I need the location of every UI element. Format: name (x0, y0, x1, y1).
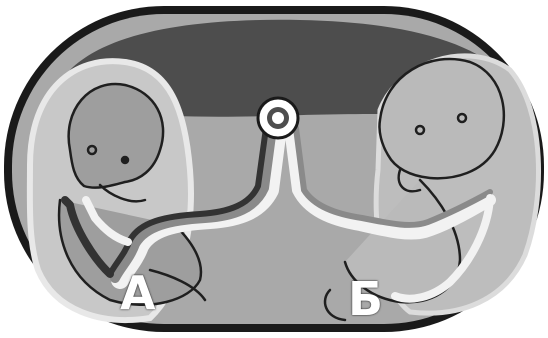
anastomosis-ring-core (272, 112, 284, 124)
fetus-left-ear (122, 157, 128, 163)
label-twin-b: Б (348, 276, 383, 322)
anastomosis-ring (258, 98, 298, 138)
label-twin-a: А (120, 270, 156, 316)
